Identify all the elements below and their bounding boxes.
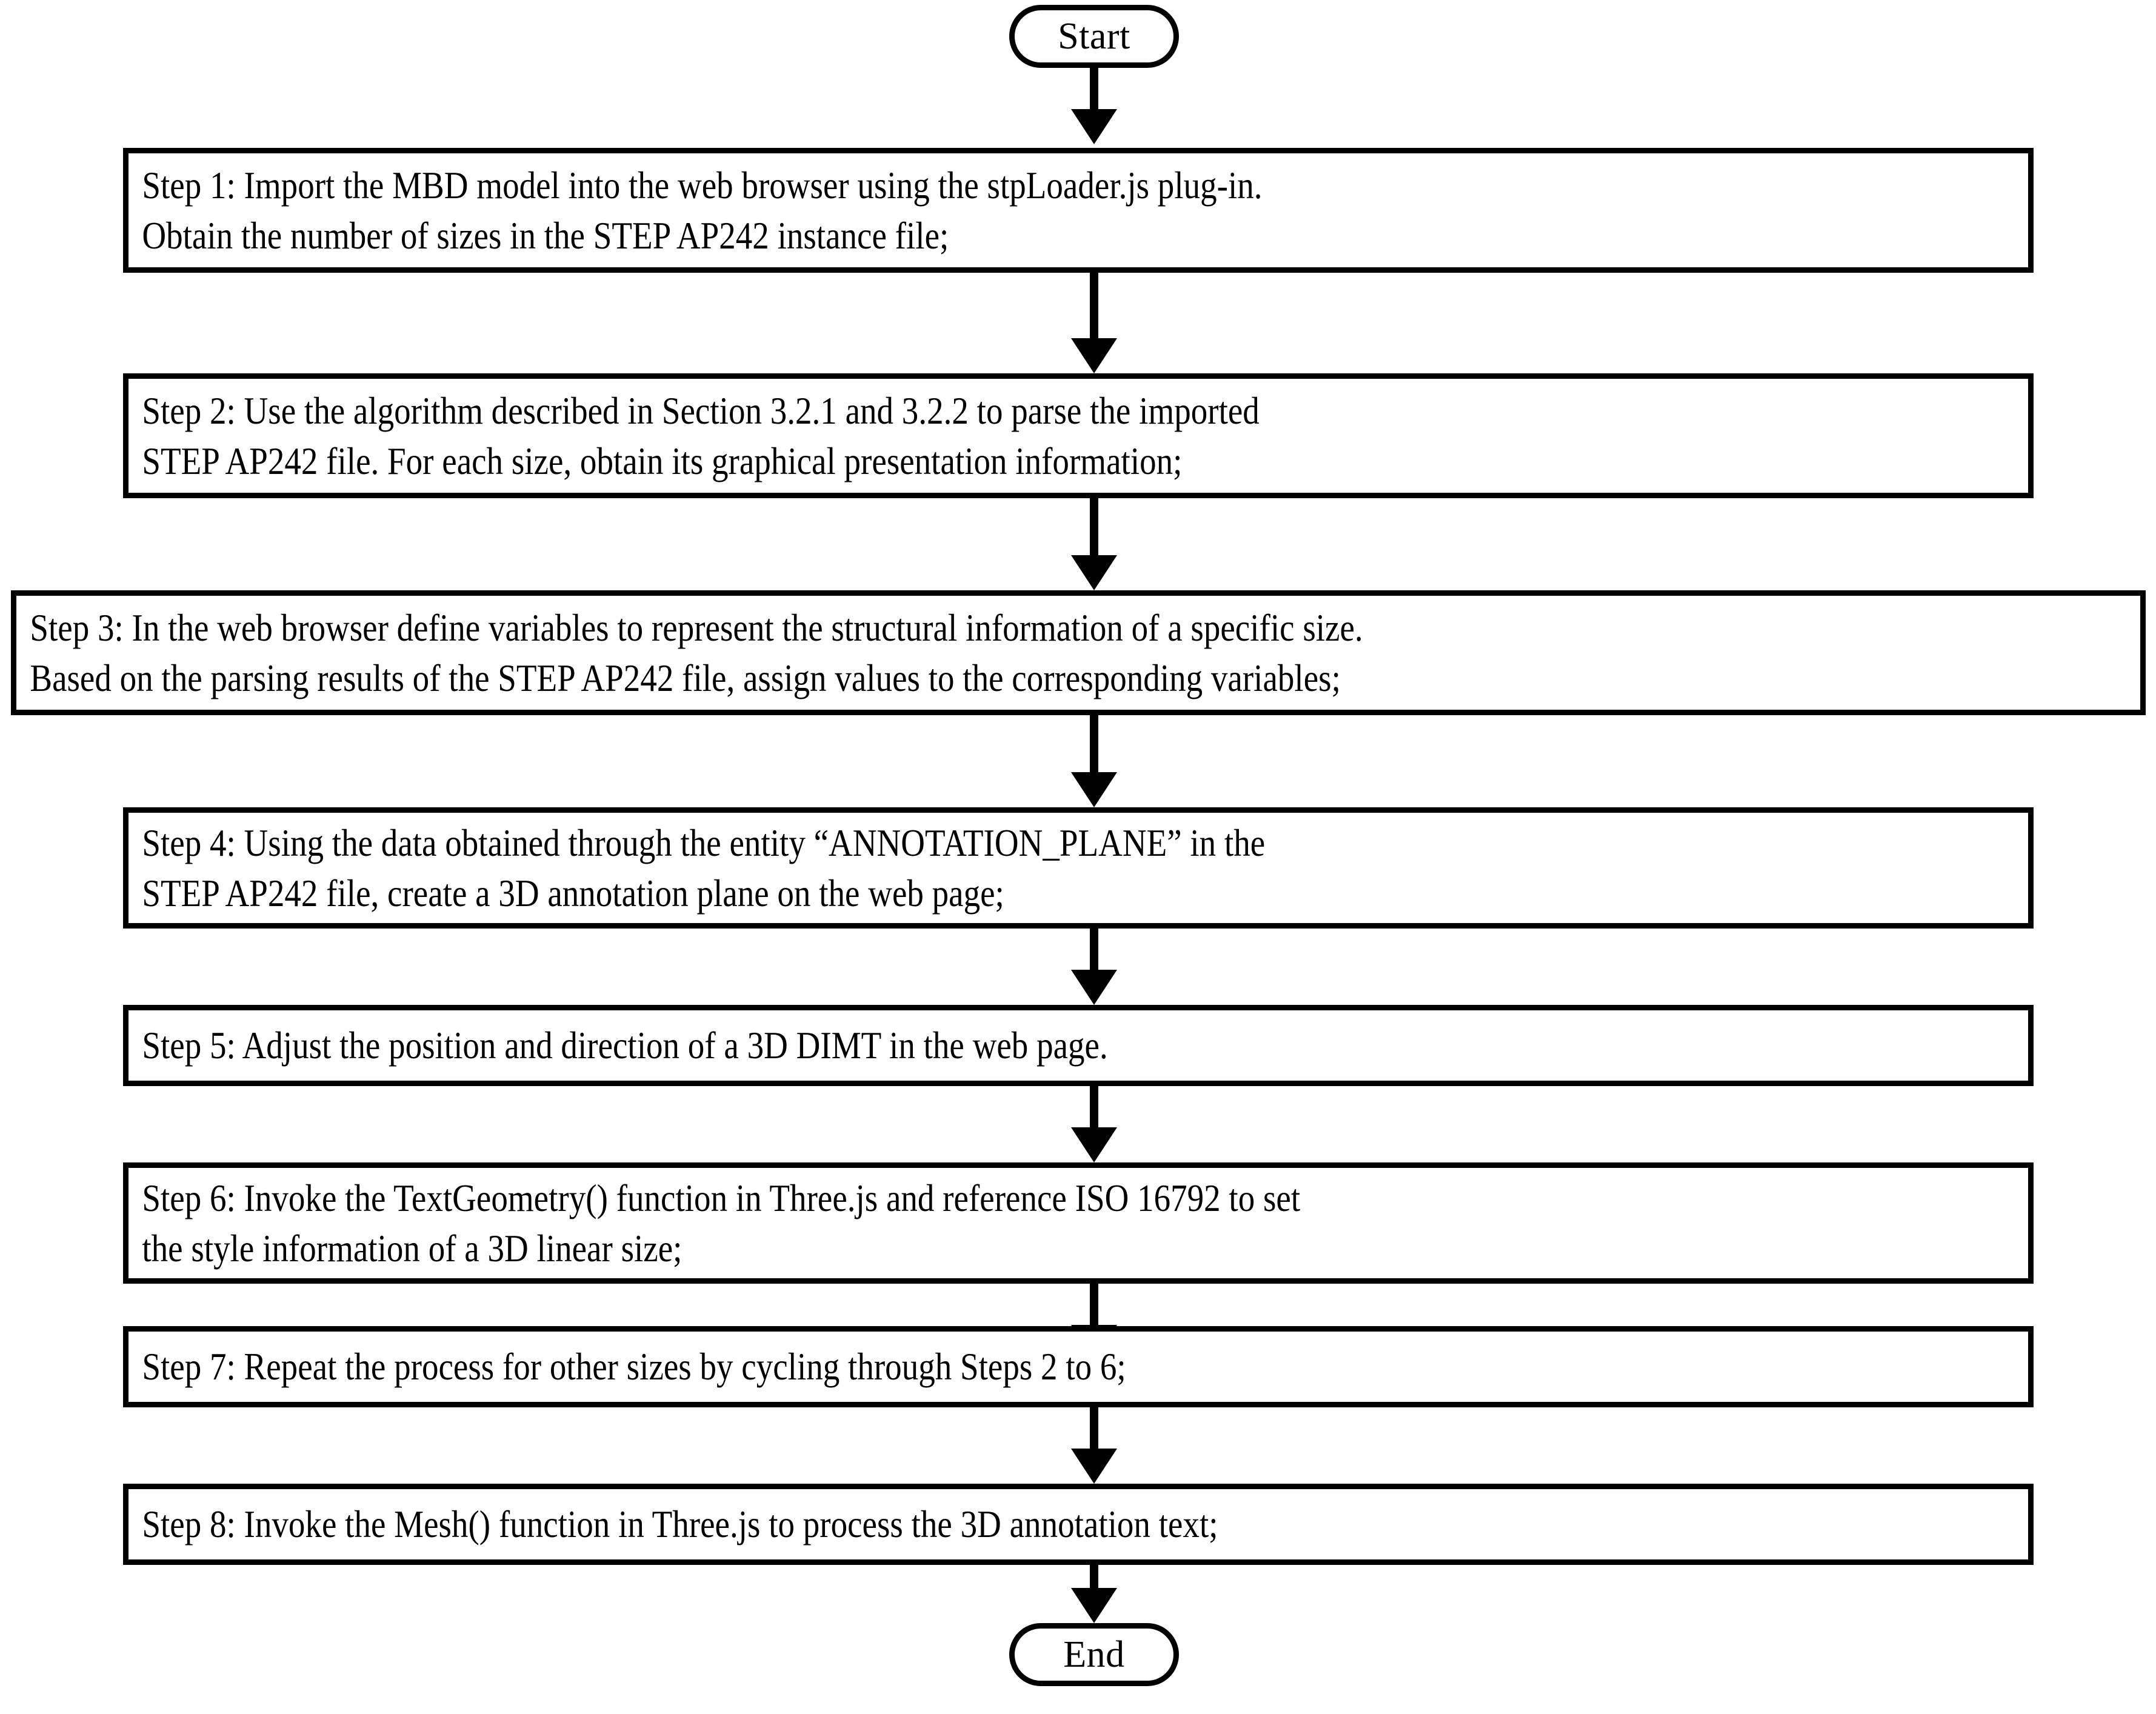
node-end-label: End — [1063, 1634, 1125, 1675]
edge-stem — [1090, 929, 1098, 971]
node-end[interactable]: End — [1009, 1623, 1179, 1686]
node-start-label: Start — [1058, 16, 1130, 57]
arrow-head-icon — [1071, 1449, 1117, 1484]
node-step7[interactable]: Step 7: Repeat the process for other siz… — [123, 1326, 2034, 1407]
edge-step2-to-step3 — [1071, 498, 1117, 590]
node-step3-label: Step 3: In the web browser define variab… — [30, 605, 1363, 699]
arrow-head-icon — [1071, 772, 1117, 807]
edge-stem — [1090, 1086, 1098, 1129]
node-step1[interactable]: Step 1: Import the MBD model into the we… — [123, 148, 2034, 273]
arrow-head-icon — [1071, 970, 1117, 1005]
edge-stem — [1090, 68, 1098, 110]
arrow-head-icon — [1071, 338, 1117, 373]
arrow-head-icon — [1071, 555, 1117, 590]
edge-step1-to-step2 — [1071, 273, 1117, 373]
node-step4[interactable]: Step 4: Using the data obtained through … — [123, 807, 2034, 929]
node-step8[interactable]: Step 8: Invoke the Mesh() function in Th… — [123, 1484, 2034, 1565]
node-step5[interactable]: Step 5: Adjust the position and directio… — [123, 1005, 2034, 1086]
edge-stem — [1090, 715, 1098, 773]
edge-stem — [1090, 1284, 1098, 1326]
node-start[interactable]: Start — [1009, 5, 1179, 68]
edge-stem — [1090, 273, 1098, 339]
edge-stem — [1090, 1407, 1098, 1450]
node-step4-label: Step 4: Using the data obtained through … — [142, 821, 1266, 915]
node-step6[interactable]: Step 6: Invoke the TextGeometry() functi… — [123, 1162, 2034, 1284]
arrow-head-icon — [1071, 1127, 1117, 1162]
edge-stem — [1090, 1565, 1098, 1589]
edge-step8-to-end — [1071, 1565, 1117, 1623]
node-step5-label: Step 5: Adjust the position and directio… — [142, 1024, 1108, 1067]
node-step3[interactable]: Step 3: In the web browser define variab… — [11, 590, 2146, 715]
edge-start-to-step1 — [1071, 68, 1117, 144]
node-step2[interactable]: Step 2: Use the algorithm described in S… — [123, 373, 2034, 498]
arrow-head-icon — [1071, 109, 1117, 144]
arrow-head-icon — [1071, 1588, 1117, 1623]
edge-step5-to-step6 — [1071, 1086, 1117, 1162]
edge-stem — [1090, 498, 1098, 556]
node-step1-label: Step 1: Import the MBD model into the we… — [142, 163, 1263, 257]
node-step2-label: Step 2: Use the algorithm described in S… — [142, 388, 1260, 482]
edge-step7-to-step8 — [1071, 1407, 1117, 1484]
edge-step4-to-step5 — [1071, 929, 1117, 1005]
edge-step3-to-step4 — [1071, 715, 1117, 807]
node-step6-label: Step 6: Invoke the TextGeometry() functi… — [142, 1176, 1301, 1270]
node-step8-label: Step 8: Invoke the Mesh() function in Th… — [142, 1502, 1218, 1546]
node-step7-label: Step 7: Repeat the process for other siz… — [142, 1345, 1126, 1389]
